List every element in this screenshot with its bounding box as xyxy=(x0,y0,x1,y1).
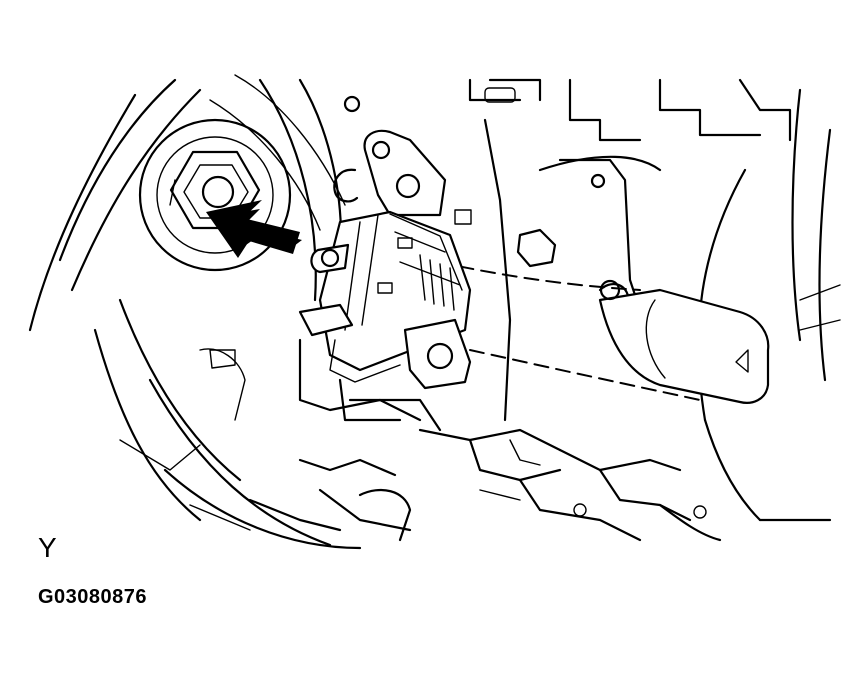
combination-switch-lever xyxy=(437,261,770,404)
arrow-icon xyxy=(206,200,302,258)
switch-assembly xyxy=(298,129,472,390)
steering-column-outlines xyxy=(28,74,841,550)
view-letter: Y xyxy=(38,532,57,563)
steering-nut xyxy=(138,118,292,272)
figure-code: G03080876 xyxy=(38,586,148,608)
